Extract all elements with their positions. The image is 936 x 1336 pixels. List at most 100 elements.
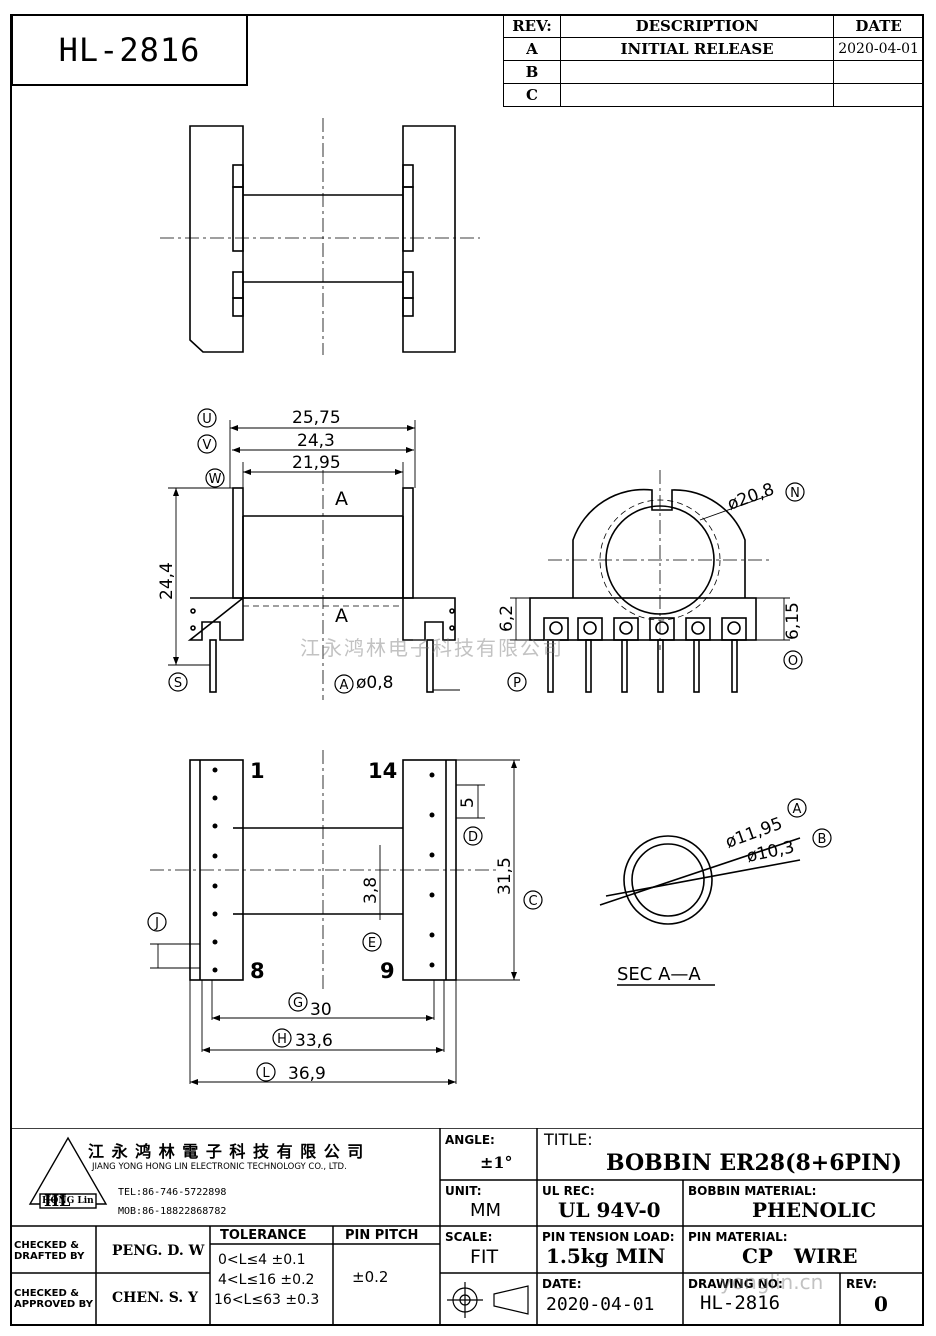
rev-value: 0 — [874, 1292, 888, 1316]
date-value: 2020-04-01 — [546, 1294, 655, 1315]
rev-cell: C — [503, 83, 561, 107]
section-label-top: A — [335, 488, 348, 510]
part-number-box: HL-2816 — [12, 14, 248, 86]
tolerance-row: 16<L≤63 ±0.3 — [214, 1292, 320, 1308]
tolerance-row: 4<L≤16 ±0.2 — [218, 1272, 315, 1288]
dim-5: 5 — [458, 797, 478, 808]
balloon-o: O — [788, 654, 798, 669]
balloon-u: U — [202, 412, 212, 427]
title-value: BOBBIN ER28(8+6PIN) — [606, 1150, 902, 1176]
dim-31-5: 31,5 — [495, 857, 515, 895]
dim-30: 30 — [310, 1000, 332, 1020]
unit-value: MM — [470, 1200, 502, 1221]
checked-approved-label: CHECKED & APPROVED BY — [14, 1288, 93, 1310]
pin-pitch-label: PIN PITCH — [345, 1228, 419, 1243]
company-name-en: JIANG YONG HONG LIN ELECTRONIC TECHNOLOG… — [92, 1162, 347, 1172]
watermark: 江永鸿林电子科技有限公司 — [300, 636, 564, 660]
side-view — [529, 488, 757, 693]
ul-label: UL REC: — [542, 1184, 595, 1198]
dim-25-75: 25,75 — [292, 408, 341, 428]
balloon-a-sec: A — [793, 802, 802, 817]
unit-label: UNIT: — [445, 1184, 482, 1198]
rev-label: REV: — [846, 1277, 877, 1291]
pin-tension-label: PIN TENSION LOAD: — [542, 1230, 675, 1244]
approver-name: CHEN. S. Y — [112, 1290, 199, 1306]
pin-8-label: 8 — [250, 959, 265, 983]
logo-text: HL — [44, 1191, 71, 1210]
dim-33-6: 33,6 — [295, 1031, 333, 1051]
dim-bore-dia: ø20,8 — [725, 479, 777, 514]
description-cell — [559, 60, 835, 84]
watermark-url: yonglin.cn — [720, 1270, 824, 1294]
drawing-frame — [10, 14, 924, 1326]
dim-21-95: 21,95 — [292, 453, 341, 473]
balloon-d: D — [468, 830, 478, 845]
checked-drafted-label: CHECKED & DRAFTED BY — [14, 1240, 85, 1262]
pin-material-value: CP WIRE — [742, 1244, 858, 1268]
date-cell: 2020-04-01 — [833, 37, 924, 61]
pin-14-label: 14 — [368, 759, 397, 783]
section-title: SEC A—A — [617, 964, 701, 985]
balloon-l: L — [262, 1066, 270, 1081]
projection-symbol-icon — [447, 1282, 529, 1318]
pin-dots — [212, 767, 435, 973]
bobbin-material-label: BOBBIN MATERIAL: — [688, 1184, 817, 1198]
dim-pin-dia: ø0,8 — [356, 673, 393, 693]
balloon-j: J — [154, 916, 159, 931]
company-name-cn: 江 永 鸿 林 電 子 科 技 有 限 公 司 — [88, 1142, 365, 1161]
dim-6-2: 6,2 — [497, 605, 517, 632]
balloon-b-sec: B — [818, 832, 827, 847]
section-aa — [599, 835, 801, 986]
date-cell — [833, 83, 924, 107]
scale-value: FIT — [470, 1246, 499, 1268]
tolerance-label: TOLERANCE — [220, 1228, 307, 1243]
top-view — [189, 125, 456, 353]
pin-pitch-value: ±0.2 — [352, 1268, 389, 1286]
balloon-v: V — [203, 438, 212, 453]
dim-3-8: 3,8 — [361, 877, 381, 904]
balloon-p: P — [513, 676, 521, 691]
company-logo-icon — [28, 1136, 108, 1209]
scale-label: SCALE: — [445, 1230, 493, 1244]
company-tel: TEL:86-746-5722898 — [118, 1187, 227, 1198]
ul-value: UL 94V-0 — [558, 1198, 661, 1222]
title-label: TITLE: — [544, 1130, 593, 1149]
logo-subtitle: HONG Lin — [42, 1196, 94, 1206]
dim-36-9: 36,9 — [288, 1064, 326, 1084]
title-block-grid — [10, 1128, 924, 1326]
revision-table: REV: DESCRIPTION DATE A INITIAL RELEASE … — [503, 14, 924, 107]
pin-tension-value: 1.5kg MIN — [546, 1244, 666, 1268]
angle-value: ±1° — [480, 1153, 513, 1172]
dim-24-4: 24,4 — [157, 562, 177, 600]
balloon-w: W — [209, 472, 222, 487]
tolerance-row: 0<L≤4 ±0.1 — [218, 1252, 306, 1268]
date-cell — [833, 60, 924, 84]
dim-24-3: 24,3 — [297, 431, 335, 451]
angle-label: ANGLE: — [445, 1133, 495, 1147]
balloon-s: S — [174, 676, 182, 691]
drawing-no-value: HL-2816 — [700, 1292, 781, 1314]
technical-drawing: 25,75 24,3 21,95 A A 24,4 ø0,8 ø20,8 6,2… — [147, 118, 832, 1085]
balloon-n: N — [790, 486, 800, 501]
balloon-h: H — [277, 1032, 287, 1047]
balloon-c: C — [528, 894, 537, 909]
date-header: DATE — [833, 14, 924, 38]
description-cell — [559, 83, 835, 107]
company-mob: MOB:86-18822868782 — [118, 1206, 227, 1217]
balloon-e: E — [368, 936, 376, 951]
description-cell: INITIAL RELEASE — [559, 37, 835, 61]
rev-header: REV: — [503, 14, 561, 38]
drafter-name: PENG. D. W — [112, 1243, 205, 1259]
dim-6-15: 6,15 — [783, 602, 803, 640]
section-label-bottom: A — [335, 605, 348, 627]
bobbin-material-value: PHENOLIC — [752, 1198, 877, 1222]
pin-material-label: PIN MATERIAL: — [688, 1230, 788, 1244]
date-label: DATE: — [542, 1277, 582, 1291]
part-number: HL-2816 — [58, 30, 201, 69]
pin-1-label: 1 — [250, 759, 265, 783]
balloon-g: G — [293, 996, 303, 1011]
pin-9-label: 9 — [380, 959, 395, 983]
front-view — [187, 487, 456, 693]
drawing-no-label: DRAWING NO: — [688, 1277, 783, 1291]
balloon-a: A — [340, 678, 349, 693]
